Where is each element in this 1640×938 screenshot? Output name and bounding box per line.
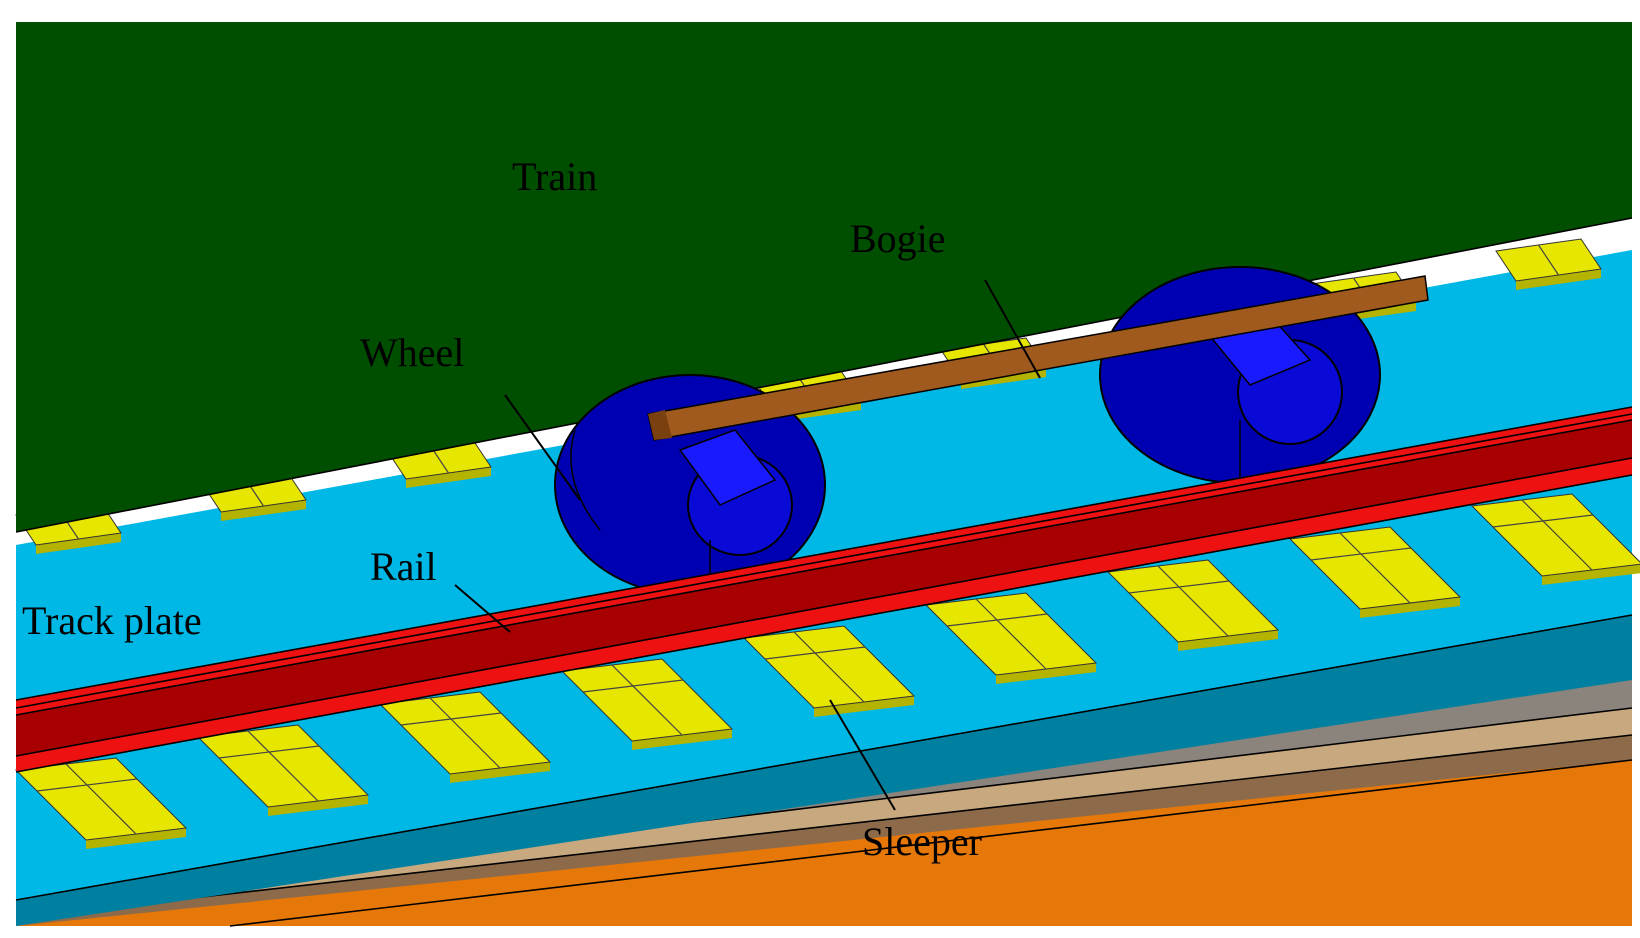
- sleeper-pad: [196, 724, 370, 816]
- rail-edge: [15, 413, 1633, 709]
- sleeper-pad: [1470, 493, 1640, 585]
- leader-lines: [454, 279, 1041, 811]
- sleeper-leader: [829, 699, 896, 811]
- rail-label: Rail: [370, 544, 437, 589]
- rail: [15, 406, 1633, 773]
- train-body: [16, 22, 1632, 532]
- bogie-beam: [647, 275, 1429, 441]
- layer-edge: [15, 734, 1633, 919]
- rail-leader: [454, 584, 511, 633]
- sleeper-label: Sleeper: [862, 819, 982, 864]
- wheel-label: Wheel: [360, 330, 464, 375]
- sleeper-pad: [924, 592, 1098, 684]
- rail-foot: [16, 458, 1632, 772]
- sleeper-pad: [14, 757, 188, 849]
- sleeper-pad: [742, 625, 916, 717]
- bogie-leader: [984, 279, 1041, 379]
- wheel-leader: [504, 394, 581, 501]
- sleeper-pad: [1288, 526, 1462, 618]
- track-plate-side-face: [16, 615, 1632, 926]
- track-plate-edge: [15, 614, 1633, 901]
- sleeper-pad: [560, 658, 734, 750]
- sleepers-near-row: [14, 493, 1640, 849]
- front-wheel: [554, 374, 826, 596]
- rail-edge: [15, 457, 1633, 757]
- train-body-edge: [15, 217, 1633, 533]
- layer-edge: [229, 759, 1633, 927]
- rail-edge: [15, 419, 1633, 716]
- sleeper-pad: [1495, 238, 1602, 290]
- rail-web: [16, 420, 1632, 756]
- train-label: Train: [512, 154, 597, 199]
- track-plate-label: Track plate: [22, 598, 202, 643]
- bogie-label: Bogie: [850, 216, 946, 261]
- sleeper-pad: [1106, 559, 1280, 651]
- rail-edge: [15, 474, 1633, 773]
- sleeper-pad: [378, 691, 552, 783]
- rail-edge: [15, 406, 1633, 701]
